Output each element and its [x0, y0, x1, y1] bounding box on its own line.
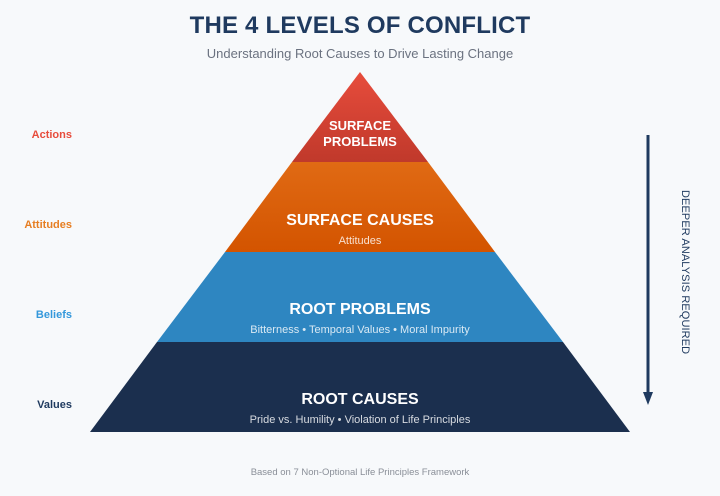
page-title: THE 4 LEVELS OF CONFLICT	[189, 12, 531, 39]
level-subtitle-surface-causes: Attitudes	[338, 235, 382, 247]
level-title-root-causes: ROOT CAUSES	[301, 391, 419, 408]
level-title-surface-causes: SURFACE CAUSES	[286, 212, 434, 229]
level-title-surface-problems: SURFACE PROBLEMS	[0, 118, 720, 150]
level-title-line1: SURFACE	[328, 118, 392, 133]
side-label-values: Values	[37, 399, 72, 411]
page-subtitle: Understanding Root Causes to Drive Lasti…	[206, 46, 514, 61]
depth-arrow-label: DEEPER ANALYSIS REQUIRED	[679, 190, 691, 355]
level-title-root-problems: ROOT PROBLEMS	[289, 301, 431, 318]
level-subtitle-root-causes: Pride vs. Humility • Violation of Life P…	[249, 414, 471, 426]
level-subtitle-root-problems: Bitterness • Temporal Values • Moral Imp…	[250, 324, 470, 336]
pyramid-level-surface-causes	[225, 162, 495, 252]
pyramid-level-root-causes	[90, 342, 630, 432]
pyramid-level-surface-problems	[292, 72, 428, 162]
side-label-actions: Actions	[31, 129, 72, 141]
side-label-beliefs: Beliefs	[35, 309, 72, 321]
level-title-line2: PROBLEMS	[323, 134, 397, 149]
arrow-down-icon	[643, 392, 653, 405]
side-label-attitudes: Attitudes	[24, 219, 72, 231]
footer-note: Based on 7 Non-Optional Life Principles …	[250, 467, 470, 478]
pyramid-level-root-problems	[157, 252, 563, 342]
